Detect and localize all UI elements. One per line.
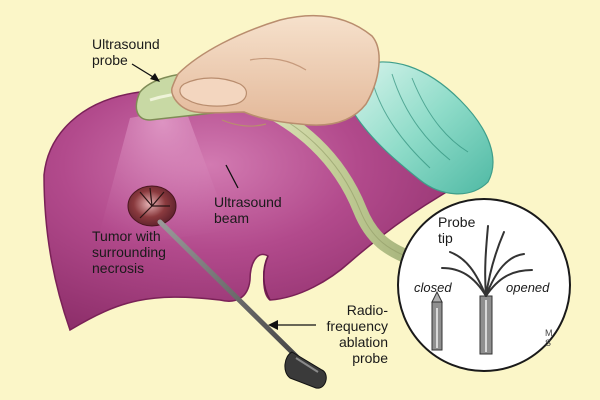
label-probe-tip: Probe tip <box>438 214 476 246</box>
label-ultrasound-beam: Ultrasound beam <box>214 194 282 226</box>
closed-probe-tip <box>431 290 443 351</box>
glove-cuff <box>349 61 494 195</box>
label-closed: closed <box>414 280 452 295</box>
label-rf-ablation-probe: Radio- frequency ablation probe <box>326 302 388 366</box>
rf-ablation-needle <box>157 219 303 363</box>
tumor-probe-tines <box>139 187 170 219</box>
label-opened: opened <box>506 280 550 295</box>
opened-probe-tip <box>441 225 533 355</box>
hand <box>171 14 380 126</box>
label-ultrasound-probe: Ultrasound probe <box>92 36 160 68</box>
artist-signature: MS <box>545 328 553 348</box>
rf-probe-handle <box>284 351 327 389</box>
ultrasound-beam-cone <box>95 108 230 250</box>
label-tumor: Tumor with surrounding necrosis <box>92 228 166 276</box>
thumb <box>179 77 247 107</box>
liver-fissure <box>263 255 271 301</box>
